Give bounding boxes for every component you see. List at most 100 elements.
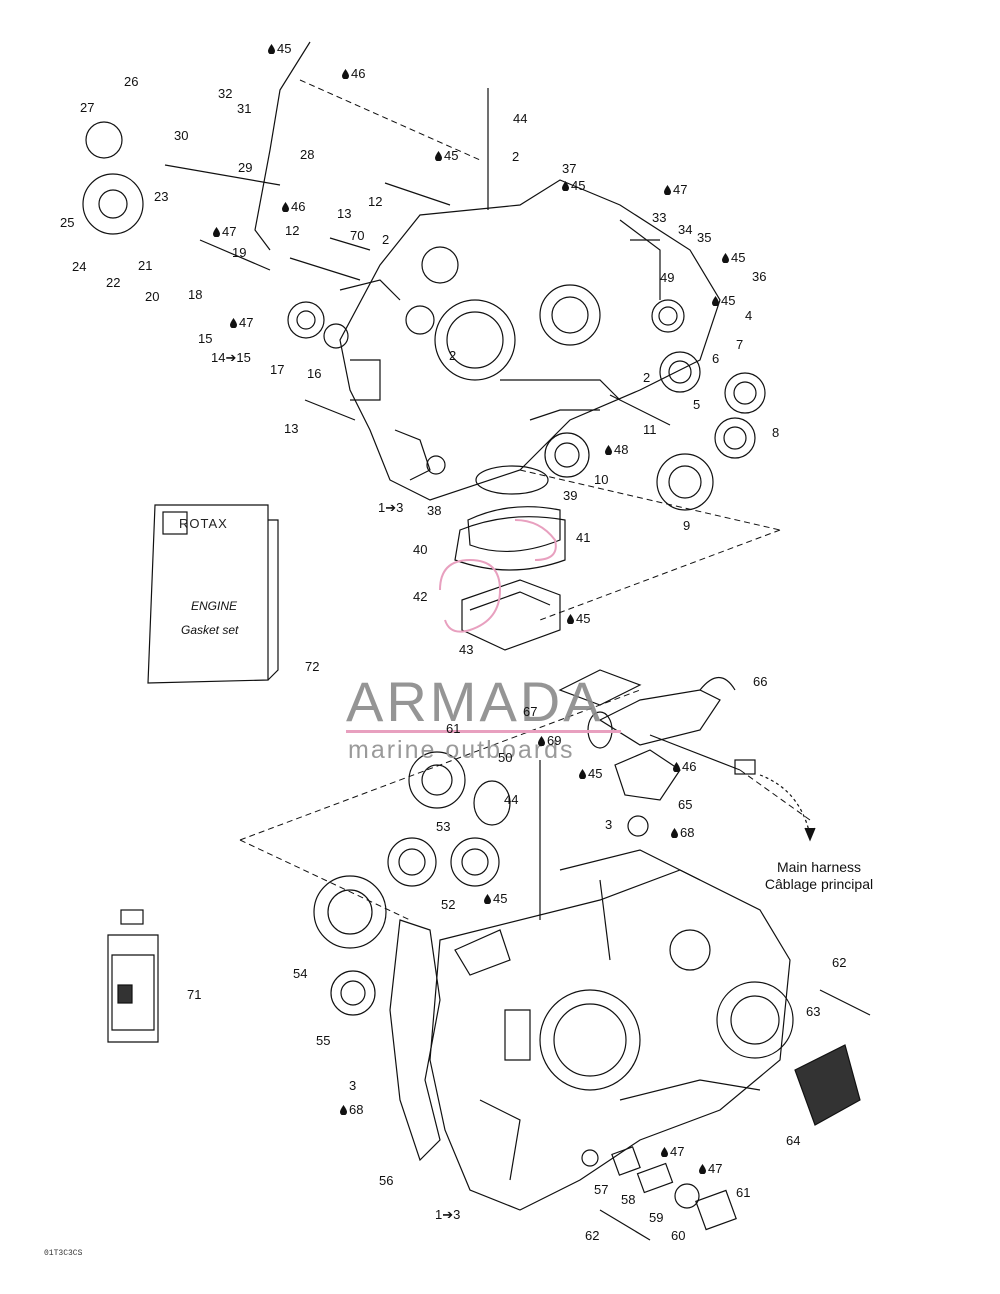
part-label: 2 — [512, 149, 520, 164]
lower-right-parts-drawing — [581, 1146, 737, 1231]
lube-ref: 46 — [673, 760, 696, 774]
oil-drop-icon — [538, 736, 545, 746]
part-label: 6 — [712, 351, 720, 366]
part-label: 5 — [693, 397, 701, 412]
gasket-box-title: ENGINE — [191, 599, 238, 613]
part-label: 1➔3 — [378, 500, 404, 515]
part-label: 29 — [238, 160, 253, 175]
lube-ref: 45 — [484, 892, 507, 906]
oil-drop-icon — [661, 1147, 668, 1157]
lube-ref: 47 — [213, 225, 236, 239]
part-label: 4 — [745, 308, 753, 323]
oil-pan-drawing — [454, 465, 566, 651]
part-label: 2 — [449, 348, 457, 363]
part-label: 36 — [752, 269, 767, 284]
part-label: 31 — [237, 101, 252, 116]
part-label: 50 — [498, 750, 513, 765]
part-label: 62 — [585, 1228, 600, 1243]
oil-drop-icon — [230, 318, 237, 328]
part-label: 41 — [576, 530, 591, 545]
part-label: 11 — [643, 422, 657, 437]
watermark-subtitle: marine outboards — [348, 736, 575, 764]
part-label: 56 — [379, 1173, 394, 1188]
part-label: 54 — [293, 966, 308, 981]
part-label: 62 — [832, 955, 847, 970]
lube-ref: 47 — [661, 1145, 684, 1159]
oil-drop-icon — [282, 202, 289, 212]
oil-drop-icon — [699, 1164, 706, 1174]
gasket-set-box: ROTAX ENGINE Gasket set — [148, 505, 278, 683]
oil-drop-icon — [342, 69, 349, 79]
bolts-drawing — [164, 41, 871, 1241]
lube-ref: 47 — [664, 183, 687, 197]
part-label: 21 — [138, 258, 153, 273]
part-label: 9 — [683, 518, 691, 533]
assembly-guide-lines — [239, 79, 811, 921]
oil-drop-icon — [579, 769, 586, 779]
part-label: 60 — [671, 1228, 686, 1243]
oil-drop-icon — [664, 185, 671, 195]
bearings-upper-drawing — [82, 121, 766, 511]
part-label: 2 — [643, 370, 651, 385]
part-label: 33 — [652, 210, 667, 225]
part-label: 59 — [649, 1210, 664, 1225]
part-label: 16 — [307, 366, 322, 381]
part-label: 72 — [305, 659, 320, 674]
oil-drop-icon — [673, 762, 680, 772]
oil-bottle-drawing — [107, 909, 159, 1043]
part-label: 57 — [594, 1182, 609, 1197]
oil-drop-icon — [268, 44, 275, 54]
part-label: 49 — [660, 270, 675, 285]
part-label: 63 — [806, 1004, 821, 1019]
gasket-56-drawing — [389, 919, 441, 1162]
part-label: 44 — [513, 111, 528, 126]
part-label: 23 — [154, 189, 169, 204]
oil-drop-icon — [562, 181, 569, 191]
lube-ref: 47 — [699, 1162, 722, 1176]
part-label: 20 — [145, 289, 160, 304]
harness-label: Main harness Câblage principal — [744, 859, 894, 893]
part-label: 53 — [436, 819, 451, 834]
part-label: 10 — [594, 472, 609, 487]
part-label: 55 — [316, 1033, 331, 1048]
oil-drop-icon — [484, 894, 491, 904]
part-label: 19 — [232, 245, 247, 260]
part-label: 40 — [413, 542, 428, 557]
part-label: 39 — [563, 488, 578, 503]
lube-ref: 48 — [605, 443, 628, 457]
oil-drop-icon — [712, 296, 719, 306]
lube-ref: 68 — [671, 826, 694, 840]
lube-ref: 45 — [562, 179, 585, 193]
oil-drop-icon — [340, 1105, 347, 1115]
part-label: 24 — [72, 259, 87, 274]
gasket-set-booklet-drawing — [147, 504, 279, 684]
part-label: 37 — [562, 161, 577, 176]
watermark-sketch — [439, 519, 557, 633]
part-label: 70 — [350, 228, 365, 243]
part-label: 14➔15 — [211, 350, 251, 365]
watermark: ARMADA marine outboards — [346, 672, 626, 772]
bearings-lower-drawing — [313, 751, 649, 1016]
upper-crankcase-drawing — [339, 179, 721, 501]
lube-ref: 47 — [230, 316, 253, 330]
part-label: 13 — [284, 421, 299, 436]
harness-label-fr: Câblage principal — [764, 876, 874, 892]
part-label: 38 — [427, 503, 442, 518]
part-label: 71 — [187, 987, 202, 1002]
part-label: 66 — [753, 674, 768, 689]
lube-ref: 69 — [538, 734, 561, 748]
part-label: 34 — [678, 222, 693, 237]
lube-ref: 45 — [268, 42, 291, 56]
lube-ref: 45 — [579, 767, 602, 781]
lower-crankcase-drawing — [429, 849, 794, 1211]
oil-drop-icon — [213, 227, 220, 237]
lube-ref: 45 — [435, 149, 458, 163]
oil-drop-icon — [722, 253, 729, 263]
gasket-box-brand: ROTAX — [179, 516, 228, 531]
part-label: 8 — [772, 425, 780, 440]
part-label: 67 — [523, 704, 538, 719]
part-label: 22 — [106, 275, 121, 290]
part-label: 27 — [80, 100, 95, 115]
oil-drop-icon — [605, 445, 612, 455]
